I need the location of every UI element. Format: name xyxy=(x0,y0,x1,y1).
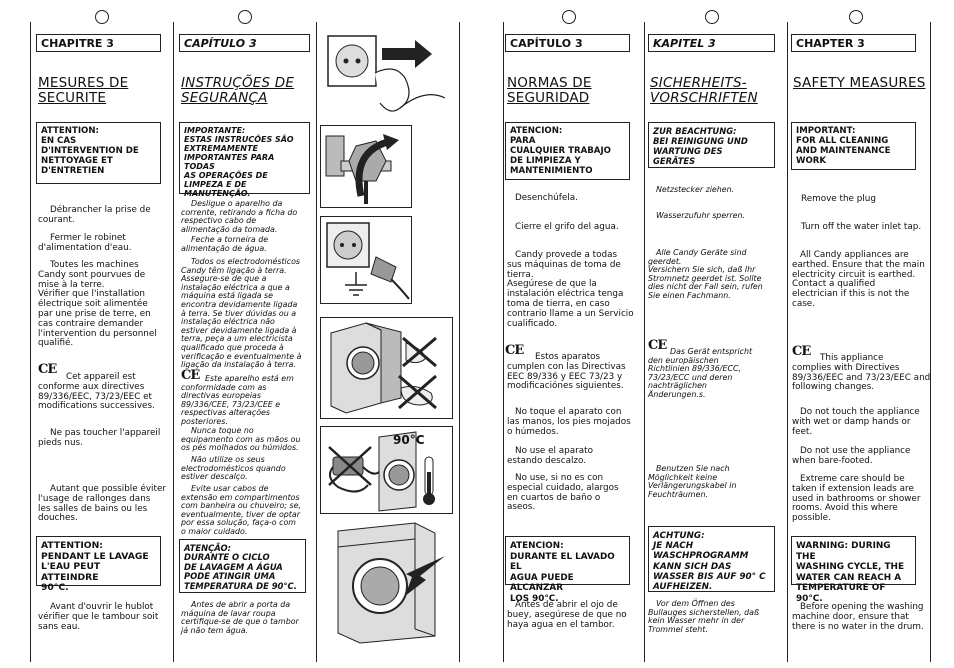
paragraph-earthing: Toutes les machines Candy sont pourvues … xyxy=(38,260,157,349)
paragraph-directives: Cet appareil est conforme aux directives… xyxy=(38,372,155,412)
earthed-socket-illustration xyxy=(320,216,412,304)
paragraph-unplug: Desligue o aparelho da corrente, retiran… xyxy=(181,199,298,234)
column-marker-circle xyxy=(95,10,109,24)
paragraph-directives: This appliance complies with Directives … xyxy=(792,353,931,393)
column-divider xyxy=(173,22,174,662)
paragraph-barefoot: Do not use the appliance when bare-foote… xyxy=(792,446,911,466)
paragraph-wet-hands: No toque el aparato con las manos, los p… xyxy=(507,407,631,437)
unplug-illustration xyxy=(320,28,453,116)
ce-mark-icon: CE xyxy=(505,343,524,358)
water-tap-illustration xyxy=(320,125,412,208)
paragraph-water-tap: Wasserzufuhr sperren. xyxy=(656,211,746,220)
chapter-header: CAPÍTULO 3 xyxy=(179,34,310,52)
paragraph-unplug: Netzstecker ziehen. xyxy=(656,185,735,194)
paragraph-earthing: Todos os electrodomésticos Candy têm lig… xyxy=(181,257,302,370)
paragraph-water-tap: Cierre el grifo del agua. xyxy=(515,222,619,232)
chapter-header: CHAPITRE 3 xyxy=(36,34,161,52)
paragraph-barefoot: No use el aparato estando descalzo. xyxy=(507,446,593,466)
section-title: SICHERHEITS- VORSCHRIFTEN xyxy=(650,75,758,106)
column-marker-circle xyxy=(705,10,719,24)
chapter-header: CHAPTER 3 xyxy=(791,34,916,52)
chapter-header: KAPITEL 3 xyxy=(648,34,775,52)
paragraph-door: Avant d'ouvrir le hublot vérifier que le… xyxy=(38,602,159,632)
warning-box: ATENÇÃO: DURANTE O CICLO DE LAVAGEM A ÁG… xyxy=(179,539,306,593)
paragraph-directives: Este aparelho está em conformidade com a… xyxy=(181,374,294,426)
column-divider xyxy=(644,22,645,662)
column-divider xyxy=(316,22,317,662)
ce-mark-icon: CE xyxy=(648,338,667,353)
ce-mark-icon: CE xyxy=(792,344,811,359)
attention-box: IMPORTANT: FOR ALL CLEANING AND MAINTENA… xyxy=(791,122,916,170)
column-divider xyxy=(503,22,504,662)
column-marker-circle xyxy=(238,10,252,24)
section-title: SAFETY MEASURES xyxy=(793,75,926,91)
column-divider xyxy=(30,22,31,662)
extension-cable-illustration: 90°C xyxy=(320,426,453,514)
column-divider xyxy=(459,22,460,662)
paragraph-barefoot: Ne pas toucher l'appareil pieds nus. xyxy=(38,428,161,448)
paragraph-earthing: All Candy appliances are earthed. Ensure… xyxy=(792,250,925,309)
paragraph-unplug: Débrancher la prise de courant. xyxy=(38,205,151,225)
chapter-header: CAPÍTULO 3 xyxy=(505,34,630,52)
warning-box: WARNING: DURING THE WASHING CYCLE, THE W… xyxy=(791,536,916,604)
attention-box: ATTENTION: EN CAS D'INTERVENTION DE NETT… xyxy=(36,122,161,184)
column-marker-circle xyxy=(849,10,863,24)
section-title: INSTRUÇÕES DE SEGURANÇA xyxy=(181,75,295,106)
paragraph-door: Antes de abrir a porta da máquina de lav… xyxy=(181,600,299,635)
paragraph-door: Vor dem Öffnen des Bullauges sicherstell… xyxy=(648,599,759,634)
paragraph-earthing: Alle Candy Geräte sind geerdet. Versiche… xyxy=(648,248,763,300)
attention-box: IMPORTANTE: ESTAS INSTRUCÕES SÃO EXTREMA… xyxy=(179,122,310,198)
paragraph-water-tap: Fermer le robinet d'alimentation d'eau. xyxy=(38,233,132,253)
warning-box: ACHTUNG: JE NACH WASCHPROGRAMM KANN SICH… xyxy=(648,526,775,592)
washer-door-illustration xyxy=(320,521,453,644)
paragraph-wet-hands: Do not touch the appliance with wet or d… xyxy=(792,407,920,437)
section-title: NORMAS DE SEGURIDAD xyxy=(507,75,592,106)
paragraph-extension: No use, si no es con especial cuidado, a… xyxy=(507,473,619,513)
ce-mark-icon: CE xyxy=(38,362,57,377)
warning-box: ATENCION: DURANTE EL LAVADO EL AGUA PUED… xyxy=(505,536,630,604)
warning-box: ATTENTION: PENDANT LE LAVAGE L'EAU PEUT … xyxy=(36,536,161,593)
paragraph-extension: Evite usar cabos de extensão em comparti… xyxy=(181,484,301,536)
column-divider xyxy=(787,22,788,662)
paragraph-directives: Estos aparatos cumplen con las Directiva… xyxy=(507,352,626,392)
column-divider xyxy=(930,22,931,662)
paragraph-barefoot: Não utilize os seus electrodomésticos qu… xyxy=(181,455,286,482)
paragraph-wet-hands: Nunca toque no equipamento com as mãos o… xyxy=(181,426,301,453)
paragraph-earthing: Candy provede a todas sus máquinas de to… xyxy=(507,250,634,329)
attention-box: ZUR BEACHTUNG: BEI REINIGUNG UND WARTUNG… xyxy=(648,122,775,168)
paragraph-unplug: Desenchúfela. xyxy=(515,193,578,203)
paragraph-directives: Das Gerät entspricht den europäischen Ri… xyxy=(648,347,753,399)
ce-mark-icon: CE xyxy=(181,368,200,383)
section-title: MESURES DE SECURITE xyxy=(38,75,129,106)
paragraph-water-tap: Turn off the water inlet tap. xyxy=(801,222,922,232)
paragraph-extension: Autant que possible éviter l'usage de ra… xyxy=(38,484,166,524)
attention-box: ATENCION: PARA CUALQUIER TRABAJO DE LIMP… xyxy=(505,122,630,180)
paragraph-unplug: Remove the plug xyxy=(801,194,876,204)
paragraph-extension: Benutzen Sie nach Möglichkeit keine Verl… xyxy=(648,464,737,499)
temperature-label: 90°C xyxy=(393,433,425,447)
paragraph-extension: Extreme care should be taken if extensio… xyxy=(792,474,921,524)
paragraph-water-tap: Feche a torneira de alimentação de água. xyxy=(181,235,269,253)
column-marker-circle xyxy=(562,10,576,24)
no-wet-hands-illustration xyxy=(320,317,453,419)
paragraph-door: Antes de abrir el ojo de buey, asegúrese… xyxy=(507,600,627,630)
paragraph-door: Before opening the washing machine door,… xyxy=(792,602,924,632)
